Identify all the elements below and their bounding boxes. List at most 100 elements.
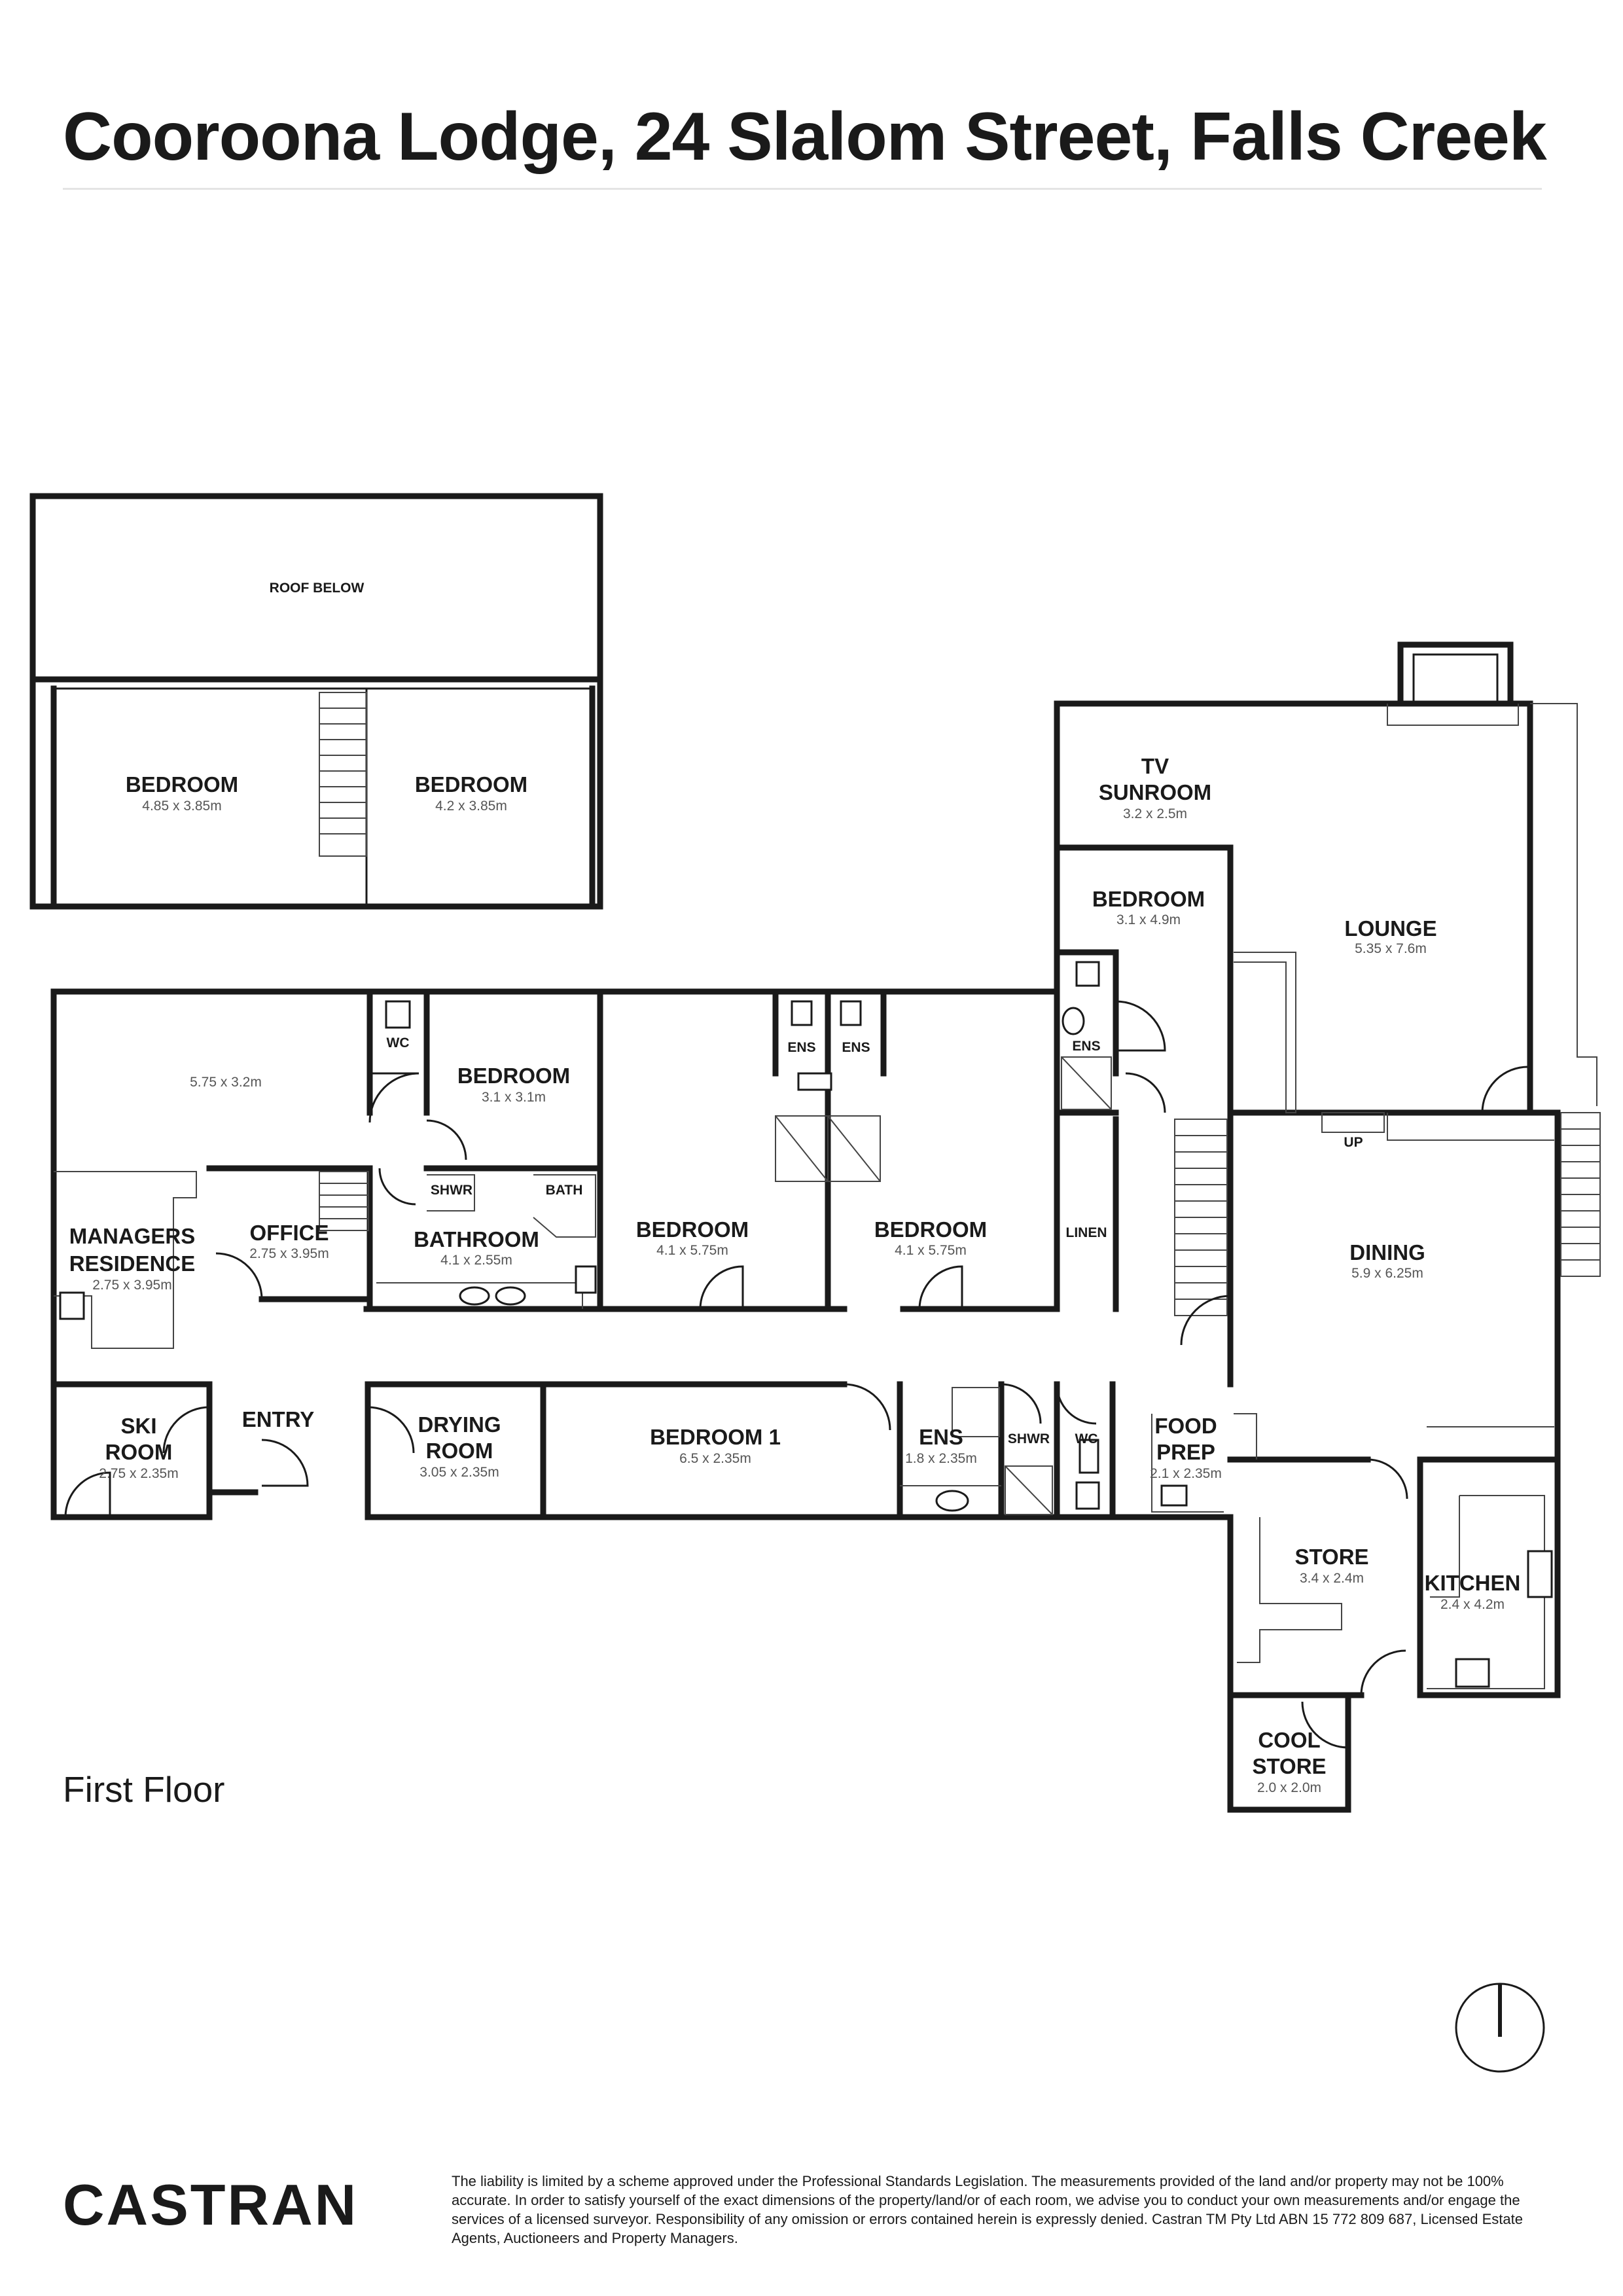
dining-north-bench <box>1387 1113 1554 1141</box>
ens-right-shower-x <box>1061 1056 1112 1110</box>
label-shwr-bottom: SHWR <box>1008 1431 1050 1446</box>
kitchen-island <box>1430 1496 1460 1598</box>
ens-a-shower-x1 <box>775 1115 829 1182</box>
label-bath: BATH <box>546 1183 583 1198</box>
label-sunroom: SUNROOM <box>1099 780 1211 804</box>
door-office <box>215 1252 263 1300</box>
door-store <box>1367 1458 1408 1499</box>
dining-outline <box>1227 1109 1561 1463</box>
door-bed-a <box>699 1265 744 1310</box>
label-ski-1: SKI <box>120 1414 156 1438</box>
door-bedroom1 <box>844 1383 891 1431</box>
label-bed-mid-a: BEDROOM <box>636 1217 749 1242</box>
bathroom-basin-1 <box>459 1286 490 1306</box>
title-divider <box>63 188 1542 190</box>
dim-sunroom: 3.2 x 2.5m <box>1123 806 1187 821</box>
page-title: Cooroona Lodge, 24 Slalom Street, Falls … <box>63 99 1547 175</box>
dim-bed-mid-b: 4.1 x 5.75m <box>895 1243 967 1258</box>
dim-bed-upper-right: 4.2 x 3.85m <box>435 798 507 814</box>
dim-bedroom1: 6.5 x 2.35m <box>679 1451 751 1466</box>
ens-bottom-shower <box>952 1387 1000 1437</box>
room-labels: ROOF BELOW BEDROOM 4.85 x 3.85m BEDROOM … <box>69 581 1521 1795</box>
label-food-2: PREP <box>1156 1440 1215 1464</box>
door-wc-bottom <box>1056 1384 1097 1425</box>
dim-bed31: 3.1 x 3.1m <box>482 1090 546 1105</box>
door-drying <box>367 1406 415 1454</box>
door-ens-bottom <box>1001 1383 1042 1424</box>
label-drying-1: DRYING <box>418 1412 501 1437</box>
upper-wing-walls <box>29 493 603 910</box>
dim-bed-right: 3.1 x 4.9m <box>1116 912 1181 927</box>
label-lounge: LOUNGE <box>1344 916 1436 941</box>
ens-b-toilet <box>840 1000 862 1026</box>
north-compass <box>1455 1982 1545 2073</box>
label-drying-2: ROOM <box>426 1439 493 1463</box>
label-bed-upper-right: BEDROOM <box>415 772 527 797</box>
label-roof-below: ROOF BELOW <box>270 581 365 596</box>
label-kitchen: KITCHEN <box>1425 1571 1521 1595</box>
cool-store-outline <box>1227 1692 1351 1813</box>
bathroom-shower-box <box>427 1174 475 1211</box>
shwr-bottom-tray <box>1005 1465 1053 1515</box>
bathroom-toilet <box>575 1265 597 1294</box>
label-bed31: BEDROOM <box>457 1064 570 1088</box>
ens-right-shower <box>1061 1056 1112 1110</box>
dim-dining: 5.9 x 6.25m <box>1351 1266 1423 1281</box>
castran-logo: CASTRAN <box>63 2172 359 2237</box>
ens-right-basin <box>1061 1007 1085 1035</box>
wc-bottom-cistern <box>1079 1439 1099 1474</box>
label-wc-bottom: WC <box>1075 1431 1098 1446</box>
managers-sink <box>59 1291 85 1320</box>
label-tv: TV <box>1141 754 1169 778</box>
dim-bed-mid-a: 4.1 x 5.75m <box>656 1243 728 1258</box>
door-ens-right <box>1115 1000 1166 1052</box>
label-managers-1: MANAGERS <box>69 1224 196 1248</box>
disclaimer-text: The liability is limited by a scheme app… <box>452 2173 1524 2246</box>
ens-a-toilet <box>791 1000 813 1026</box>
deck-outline <box>1530 703 1597 1106</box>
food-prep-sink <box>1160 1484 1188 1507</box>
label-ens-a: ENS <box>787 1040 815 1055</box>
food-prep-bench <box>1151 1414 1224 1513</box>
main-stair-treads <box>1175 1135 1227 1300</box>
dining-dresser <box>1234 1413 1257 1460</box>
door-linen <box>1125 1072 1166 1113</box>
door-entry-main <box>261 1439 309 1487</box>
shwr-bottom-x <box>1005 1465 1053 1515</box>
ens-bottom-basin <box>935 1490 969 1512</box>
dim-store: 3.4 x 2.4m <box>1300 1571 1364 1586</box>
up-landing <box>1321 1112 1385 1133</box>
wc-bottom-toilet <box>1075 1481 1100 1510</box>
label-linen: LINEN <box>1066 1225 1107 1240</box>
ens-a-basin <box>797 1072 832 1091</box>
office-stair-treads <box>319 1183 368 1219</box>
dim-office: 2.75 x 3.95m <box>249 1246 329 1261</box>
label-office: OFFICE <box>250 1221 329 1245</box>
ens-b-shower-x1 <box>827 1115 881 1182</box>
label-bed-upper-left: BEDROOM <box>126 772 238 797</box>
dim-cool: 2.0 x 2.0m <box>1257 1780 1321 1795</box>
attic-stair-treads <box>319 708 366 834</box>
dim-drying: 3.05 x 2.35m <box>419 1465 499 1480</box>
door-entry-west <box>162 1406 210 1454</box>
door-cool-store <box>1301 1701 1349 1749</box>
label-bedroom1: BEDROOM 1 <box>650 1425 781 1449</box>
door-managers <box>368 1072 419 1123</box>
lounge-fireplace-hearth <box>1387 704 1519 726</box>
ens-b-shower <box>827 1115 881 1182</box>
floor-label: First Floor <box>63 1769 225 1810</box>
label-ski-2: ROOM <box>105 1440 173 1464</box>
door-kitchen <box>1360 1649 1406 1696</box>
dim-managers: 2.75 x 3.95m <box>92 1278 171 1293</box>
door-dining-west <box>1180 1295 1231 1346</box>
door-bathroom <box>378 1168 416 1206</box>
door-swings <box>64 1000 1529 1749</box>
label-bed-mid-b: BEDROOM <box>874 1217 987 1242</box>
deck-stair-treads <box>1561 1128 1600 1261</box>
kitchen-sink <box>1527 1550 1553 1598</box>
roof-outline <box>29 493 603 910</box>
dim-ski: 2.75 x 2.35m <box>99 1466 178 1481</box>
label-entry: ENTRY <box>242 1407 315 1431</box>
label-managers-2: RESIDENCE <box>69 1251 196 1276</box>
label-cool-1: COOL <box>1258 1728 1320 1752</box>
